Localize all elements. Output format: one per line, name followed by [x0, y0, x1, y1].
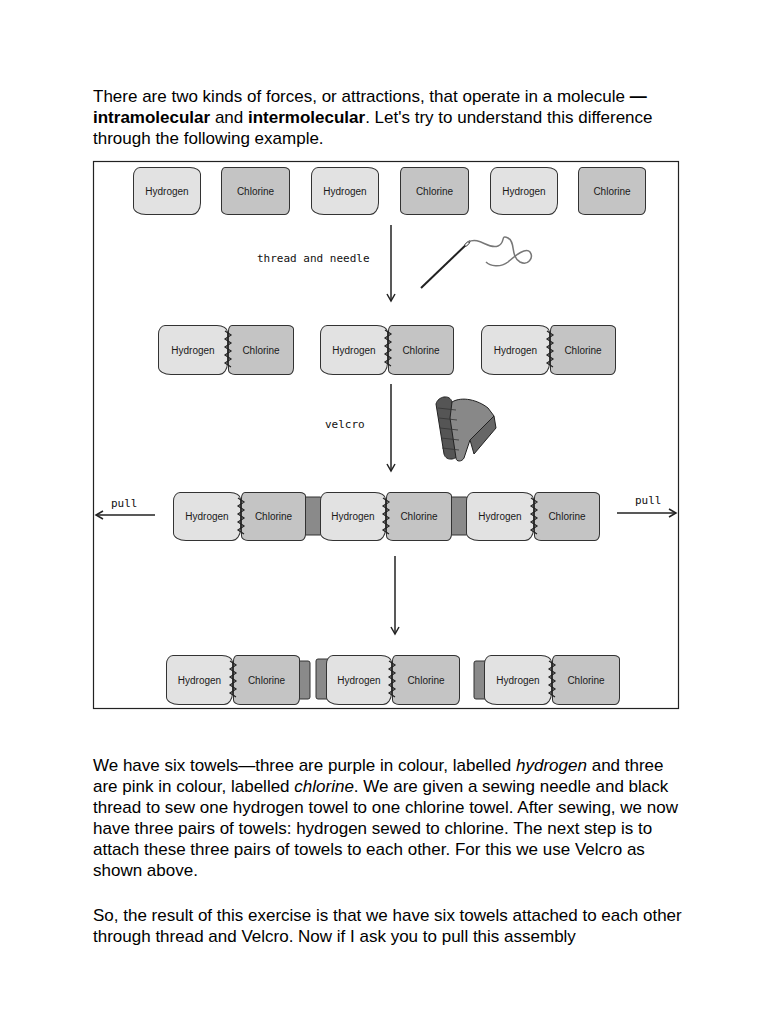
towel-box: Chlorine: [578, 167, 646, 215]
towel-box: Hydrogen: [158, 325, 228, 375]
towel-label: Hydrogen: [332, 345, 375, 356]
towel-label: Chlorine: [407, 675, 444, 686]
towel-box: Chlorine: [233, 655, 300, 705]
towel-label: Hydrogen: [171, 345, 214, 356]
towel-label: Chlorine: [248, 675, 285, 686]
towel-label: Chlorine: [567, 675, 604, 686]
arrow-label: thread and needle: [255, 252, 372, 265]
towel-label: Hydrogen: [494, 345, 537, 356]
towel-box: Hydrogen: [320, 492, 386, 541]
towel-label: Hydrogen: [323, 186, 366, 197]
towel-label: Chlorine: [564, 345, 601, 356]
towel-box: Chlorine: [392, 655, 460, 705]
body-paragraph: There are two kinds of forces, or attrac…: [93, 86, 685, 149]
body-text: So, the result of this exercise is that …: [93, 906, 682, 946]
towel-box: Hydrogen: [326, 655, 392, 705]
towel-box: Chlorine: [550, 325, 616, 375]
towel-label: Chlorine: [255, 511, 292, 522]
body-paragraph: We have six towels—three are purple in c…: [93, 755, 685, 881]
step-arrows: [96, 225, 676, 634]
towel-box: Chlorine: [228, 325, 294, 375]
towel-box: Chlorine: [400, 167, 469, 215]
arrow-label: pull: [633, 494, 664, 507]
towel-label: Chlorine: [548, 511, 585, 522]
towel-label: Hydrogen: [478, 511, 521, 522]
towel-label: Chlorine: [416, 186, 453, 197]
towel-box: Hydrogen: [320, 325, 388, 375]
arrow-label: pull: [109, 497, 140, 510]
diagram-frame: [94, 162, 679, 709]
towel-box: Chlorine: [552, 655, 620, 705]
towel-label: Hydrogen: [185, 511, 228, 522]
towel-label: Hydrogen: [145, 186, 188, 197]
towel-label: Chlorine: [400, 511, 437, 522]
towel-label: Hydrogen: [331, 511, 374, 522]
body-paragraph: So, the result of this exercise is that …: [93, 905, 685, 947]
towel-box: Hydrogen: [481, 325, 550, 375]
towel-box: Chlorine: [388, 325, 454, 375]
towel-box: Hydrogen: [173, 492, 241, 541]
towel-box: Hydrogen: [490, 167, 558, 215]
needle-and-thread: [421, 237, 531, 288]
body-text: intermolecular: [248, 108, 365, 127]
towel-label: Chlorine: [593, 186, 630, 197]
towel-box: Hydrogen: [484, 655, 552, 705]
body-text: We have six towels—three are purple in c…: [93, 756, 511, 775]
towel-box: Hydrogen: [466, 492, 534, 541]
towel-label: Chlorine: [237, 186, 274, 197]
body-text: There are two kinds of forces, or attrac…: [93, 87, 625, 106]
body-text: hydrogen: [516, 756, 587, 775]
towel-box: Hydrogen: [166, 655, 233, 705]
towel-box: Chlorine: [241, 492, 306, 541]
body-text: and: [215, 108, 243, 127]
towel-box: Chlorine: [534, 492, 600, 541]
towel-box: Hydrogen: [133, 167, 201, 215]
towel-label: Hydrogen: [337, 675, 380, 686]
body-text: chlorine: [294, 777, 354, 796]
towel-label: Hydrogen: [178, 675, 221, 686]
towel-label: Chlorine: [402, 345, 439, 356]
towel-box: Chlorine: [386, 492, 452, 541]
towel-box: Chlorine: [221, 167, 290, 215]
velcro-strips-icon: [436, 397, 496, 461]
towel-label: Hydrogen: [502, 186, 545, 197]
towel-label: Chlorine: [242, 345, 279, 356]
towel-box: Hydrogen: [311, 167, 379, 215]
arrow-label: velcro: [323, 418, 367, 431]
towel-label: Hydrogen: [496, 675, 539, 686]
